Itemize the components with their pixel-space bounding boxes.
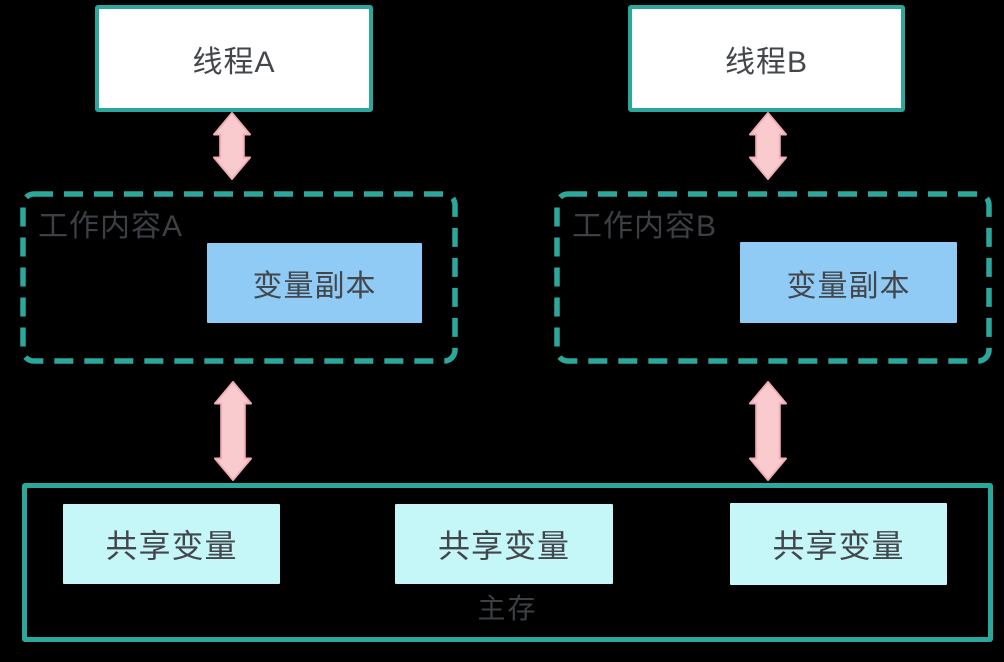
variable-copy-a-label: 变量副本: [252, 270, 377, 303]
main-memory-box: 共享变量 共享变量 共享变量 主存: [22, 483, 993, 642]
workspace-a-label: 工作内容A: [38, 210, 184, 243]
bidirectional-arrow-workspace-a-memory-icon: [214, 381, 252, 481]
thread-b-box: 线程B: [628, 5, 905, 112]
workspace-a-dashed-border: [20, 191, 458, 364]
shared-variable-2-label: 共享变量: [437, 528, 570, 564]
workspace-a-box: 工作内容A 变量副本: [20, 191, 458, 364]
variable-copy-b-box: 变量副本: [740, 242, 957, 323]
workspace-b-dashed-border: [554, 191, 992, 364]
thread-a-box: 线程A: [95, 5, 373, 112]
shared-variable-3-label: 共享变量: [772, 528, 905, 564]
shared-variable-box-1: 共享变量: [63, 504, 280, 584]
bidirectional-arrow-workspace-b-memory-icon: [749, 381, 787, 481]
thread-b-label: 线程B: [724, 45, 808, 79]
shared-variable-box-3: 共享变量: [730, 503, 947, 585]
bidirectional-arrow-thread-a-workspace-a-icon: [213, 112, 251, 180]
variable-copy-a-box: 变量副本: [207, 243, 422, 323]
workspace-b-box: 工作内容B 变量副本: [554, 191, 992, 364]
shared-variable-1-label: 共享变量: [105, 528, 238, 564]
bidirectional-arrow-thread-b-workspace-b-icon: [749, 112, 787, 180]
thread-a-label: 线程A: [192, 45, 276, 79]
workspace-b-label: 工作内容B: [572, 210, 718, 243]
variable-copy-b-label: 变量副本: [786, 269, 911, 303]
shared-variable-box-2: 共享变量: [395, 504, 613, 584]
main-memory-label: 主存: [477, 593, 538, 624]
